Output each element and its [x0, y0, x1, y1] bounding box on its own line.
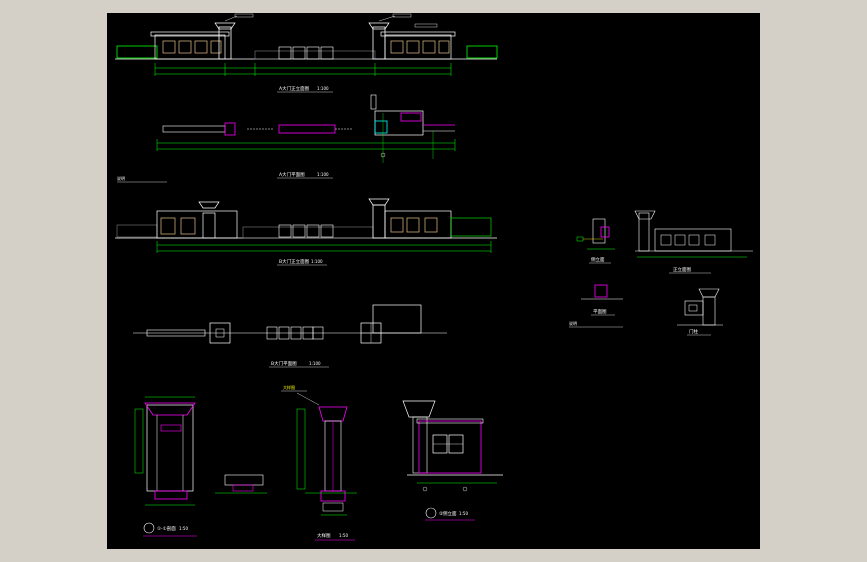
guardhouse-side: ②侧立面 1:50	[402, 400, 503, 521]
view-title-pillar-section: ①-①剖面	[157, 525, 176, 532]
front-elevation-2: B大门正立面图 1:100	[115, 198, 497, 266]
view-scale-pillar-section: 1:50	[179, 526, 188, 531]
view-title-small-plan: 平面图	[593, 309, 607, 315]
notes-label: 说明	[117, 175, 125, 181]
view-title-guardhouse-side: ②侧立面	[439, 510, 457, 517]
view-scale-column-detail: 1:50	[339, 533, 348, 538]
plan-1: A大门平面图 1:100 说明	[117, 94, 456, 183]
small-front: 正立面图	[634, 210, 753, 274]
small-pillar: 门柱	[677, 288, 723, 336]
view-title-column-detail: 大样图	[317, 532, 331, 539]
view-scale-plan-1: 1:100	[317, 172, 329, 177]
view-title-small-front: 正立面图	[673, 266, 691, 273]
drawing-svg: A大门正立面图 1:100	[115, 13, 753, 541]
plan-2: B大门平面图 1:100	[133, 304, 447, 368]
small-plan: 平面图 说明	[569, 284, 623, 328]
pillar-section: ①-①剖面 1:50	[134, 396, 267, 537]
view-title-front-elevation-1: A大门正立面图	[279, 85, 310, 92]
view-title-small-pillar: 门柱	[689, 328, 698, 335]
view-title-plan-2: B大门平面图	[271, 360, 297, 367]
front-elevation-1: A大门正立面图 1:100	[115, 13, 498, 93]
view-scale-front-elevation-1: 1:100	[317, 86, 329, 91]
view-scale-guardhouse-side: 1:50	[459, 511, 468, 516]
small-plan-notes: 说明	[569, 320, 577, 326]
view-title-small-elevation: 侧立面	[591, 256, 605, 263]
view-title-plan-1: A大门平面图	[279, 171, 305, 178]
column-detail: 大样图 大样图 1:50	[281, 384, 357, 541]
annotation-column-top: 大样图	[283, 384, 295, 390]
view-title-front-elevation-2: B大门正立面图	[279, 258, 310, 265]
view-scale-front-elevation-2: 1:100	[311, 259, 323, 264]
model-space-canvas[interactable]: A大门正立面图 1:100	[107, 13, 760, 549]
small-elevation: 侧立面	[576, 218, 615, 264]
view-scale-plan-2: 1:100	[309, 361, 321, 366]
